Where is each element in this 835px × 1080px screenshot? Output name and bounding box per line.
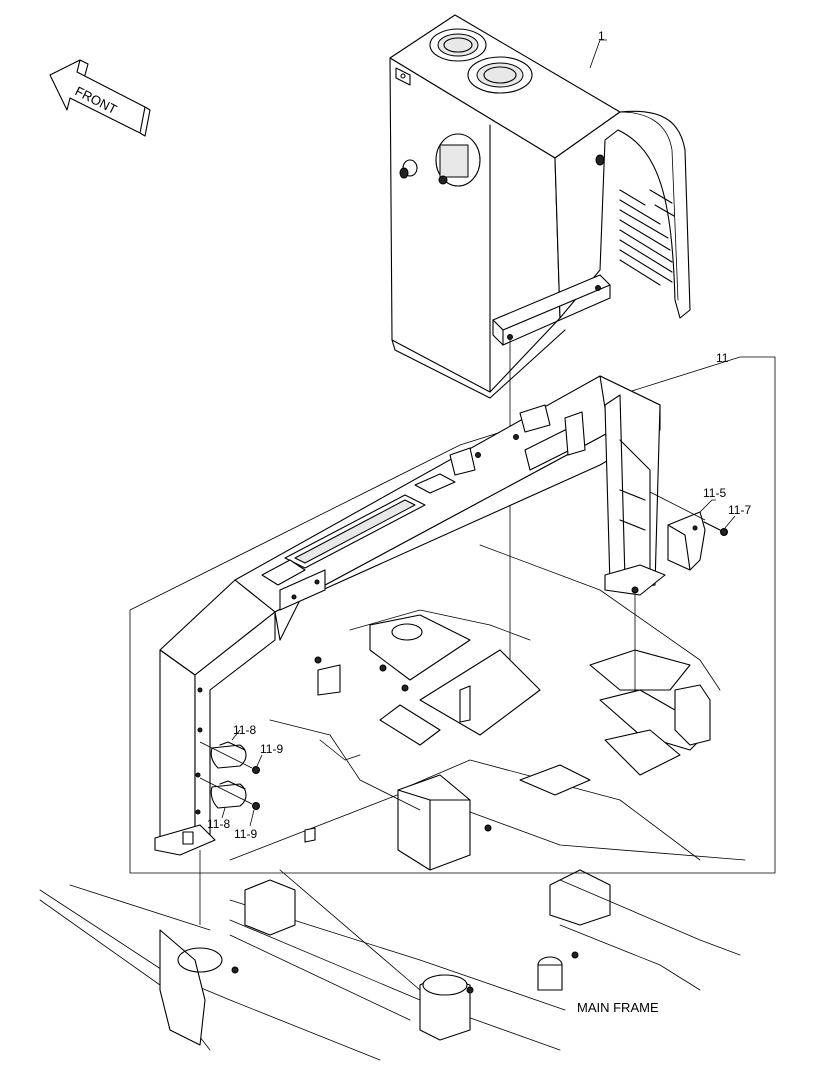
bolt-upper [252, 766, 260, 774]
clamp-lower [210, 780, 247, 809]
bracket-11-5 [667, 511, 706, 571]
main-frame [39, 544, 746, 1061]
callout-11: 11 [716, 351, 729, 365]
callout-11-9-upper: 11-9 [260, 742, 283, 756]
filler-cap-2 [467, 56, 533, 94]
bolt-11-7 [703, 521, 728, 536]
main-frame-label: MAIN FRAME [577, 1000, 659, 1015]
frame-assembly-part [154, 375, 666, 856]
tank-part [389, 14, 691, 399]
callout-11-9-lower: 11-9 [234, 827, 257, 841]
callout-11-8-upper: 11-8 [233, 723, 256, 737]
callout-11-8-lower: 11-8 [207, 817, 230, 831]
tank-louvers [619, 189, 675, 286]
front-direction-arrow: FRONT [49, 59, 151, 137]
bolt-lower [252, 802, 260, 810]
clamp-upper [210, 741, 247, 769]
callout-1: 1 [598, 29, 605, 43]
callout-11-5: 11-5 [703, 486, 726, 500]
tank-fittings [399, 133, 605, 187]
callout-11-7: 11-7 [728, 503, 751, 517]
filler-cap-1 [429, 28, 487, 62]
